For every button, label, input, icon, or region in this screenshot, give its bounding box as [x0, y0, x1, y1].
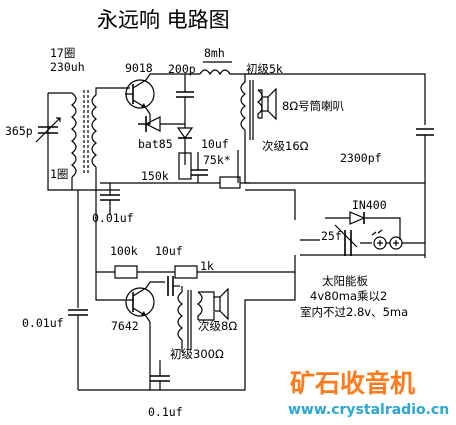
- cap-10uf-a-label: 10uf: [201, 137, 229, 151]
- solar-note: 室内不过2.8v、5ma: [300, 305, 408, 319]
- diagram-title: 永远响 电路图: [97, 8, 230, 32]
- cap-10uf-b: [167, 276, 180, 296]
- cap-25f-label: 25f: [321, 229, 342, 243]
- cap-10uf-a: [178, 152, 208, 183]
- cap-2300pf-label: 2300pf: [340, 151, 382, 165]
- variable-capacitor-label: 365p: [5, 124, 33, 138]
- antenna-coil: [71, 90, 97, 178]
- speaker1-label: 8Ω号筒喇叭: [282, 99, 345, 113]
- primary300-label: 初级300Ω: [170, 347, 224, 361]
- bat85-label: bat85: [138, 137, 173, 151]
- q2-label: 7642: [111, 319, 139, 333]
- primary-5k-label: 初级5k: [246, 62, 283, 76]
- diode-stack: [176, 112, 194, 152]
- cap-0.01uf-a: [100, 183, 120, 215]
- cap-0.01uf-b: [68, 309, 88, 390]
- solar-spec: 4v80ma乘以2: [310, 289, 387, 303]
- cap-0.01uf-b-label: 0.01uf: [22, 316, 64, 330]
- cap-200p: [176, 74, 194, 112]
- r100k-label: 100k: [110, 244, 138, 258]
- output-transformer-1: [240, 74, 263, 142]
- coil-turns-label: 17圈: [50, 46, 75, 60]
- r1k-label: 1k: [200, 259, 214, 273]
- coil-inductance-label: 230uh: [50, 60, 85, 74]
- watermark-url: www.crystalradio.cn: [288, 402, 449, 418]
- watermark-logo: 矿石收音机: [290, 369, 415, 398]
- diode-bat85: [138, 116, 185, 132]
- choke-8mh-label: 8mh: [204, 46, 225, 60]
- right-rail: [244, 142, 426, 258]
- solar-cells: [360, 229, 425, 250]
- cap-0.1uf: [150, 360, 170, 390]
- q2-transistor: [125, 281, 155, 323]
- variable-capacitor: [35, 117, 61, 143]
- output-transformer-2: [177, 286, 203, 352]
- left-rail-wire: [47, 93, 78, 191]
- resistor-100k: [96, 265, 175, 279]
- r75k-label: 75k*: [203, 153, 231, 167]
- horn-speaker-icon: [258, 87, 277, 121]
- diode-in400: [325, 211, 401, 240]
- cap-200p-label: 200p: [168, 62, 196, 76]
- cap-0.1uf-label: 0.1uf: [148, 405, 183, 419]
- coil-tap-label: 1圈: [50, 167, 68, 181]
- cap-25f: [334, 224, 358, 256]
- speaker2-icon: [198, 287, 229, 321]
- coil-to-q1-wire: [95, 87, 130, 95]
- resistor-1k: [174, 255, 296, 279]
- q2-wires: [149, 281, 165, 390]
- cap-2300pf: [416, 128, 434, 183]
- r150k-label: 150k: [141, 169, 169, 183]
- in400-label: IN400: [352, 198, 387, 212]
- cap-0.01uf-a-label: 0.01uf: [92, 211, 134, 225]
- cap-10uf-b-label: 10uf: [155, 244, 183, 258]
- choke-8mh: [199, 69, 245, 76]
- secondary8-label: 次级8Ω: [198, 319, 237, 333]
- tap-to-q2-wire: [95, 167, 128, 301]
- solar-title: 太阳能板: [322, 274, 368, 288]
- q1-label: 9018: [125, 61, 153, 75]
- bottom-rail: [78, 360, 246, 391]
- q1-transistor: [125, 73, 155, 115]
- right-lower-wire: [244, 272, 296, 360]
- top-right-wire: [245, 73, 426, 125]
- mid-wire: [245, 189, 296, 220]
- secondary16-label: 次级16Ω: [262, 139, 309, 153]
